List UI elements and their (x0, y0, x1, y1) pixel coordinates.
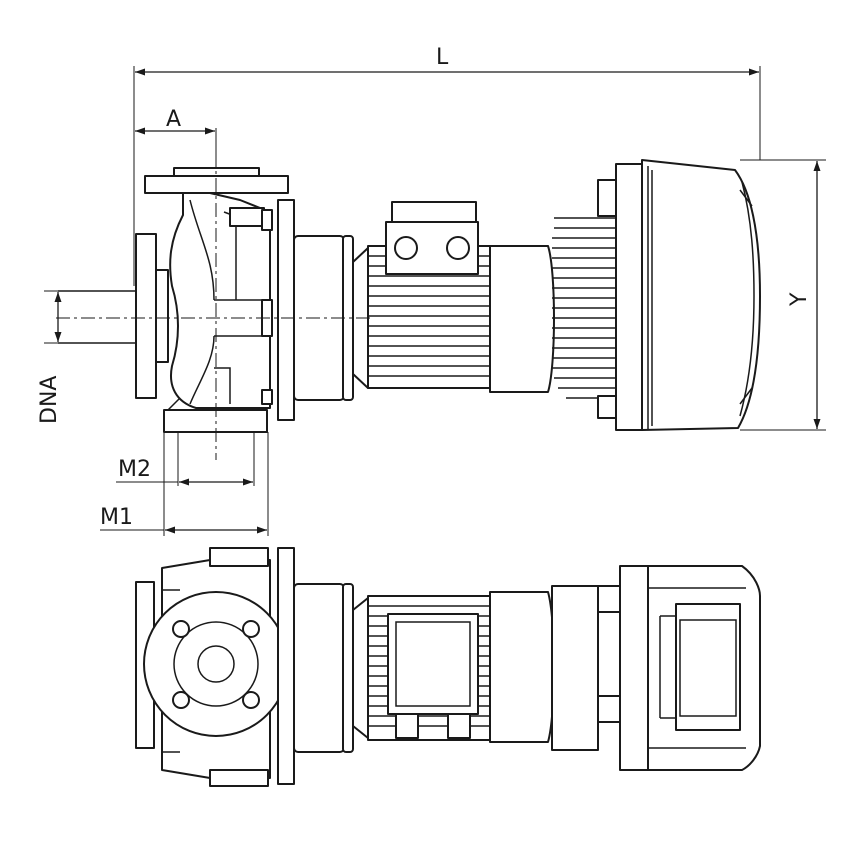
bolt-icon (394, 236, 418, 260)
label-M1: M1 (100, 505, 133, 530)
label-A: A (166, 107, 181, 132)
side-view (56, 128, 761, 460)
dimension-lines (44, 66, 826, 536)
drive-unit (597, 159, 761, 431)
volute-casing (169, 192, 273, 409)
top-adaptor (293, 583, 369, 753)
label-M2: M2 (118, 457, 151, 482)
label-L: L (436, 45, 449, 70)
terminal-box-top (387, 613, 479, 715)
bolt-hole-icon (172, 691, 190, 709)
top-flange-plate (277, 547, 295, 785)
top-motor (367, 591, 555, 743)
label-Y: Y (787, 292, 812, 307)
round-flange (143, 591, 289, 737)
heatsink-fins (552, 217, 618, 399)
top-drive-unit (597, 565, 761, 771)
pump-flange-plate (277, 199, 295, 421)
bolt-hole-icon (242, 620, 260, 638)
bolt-icon (446, 236, 470, 260)
bolt-hole-icon (172, 620, 190, 638)
suction-pipe (58, 233, 169, 399)
label-DNA: DNA (37, 376, 62, 424)
motor (367, 201, 555, 393)
top-coupling (551, 585, 599, 751)
dimension-labels: L A Y DNA M2 M1 (37, 45, 812, 530)
top-view (135, 547, 761, 787)
bolt-hole-icon (242, 691, 260, 709)
